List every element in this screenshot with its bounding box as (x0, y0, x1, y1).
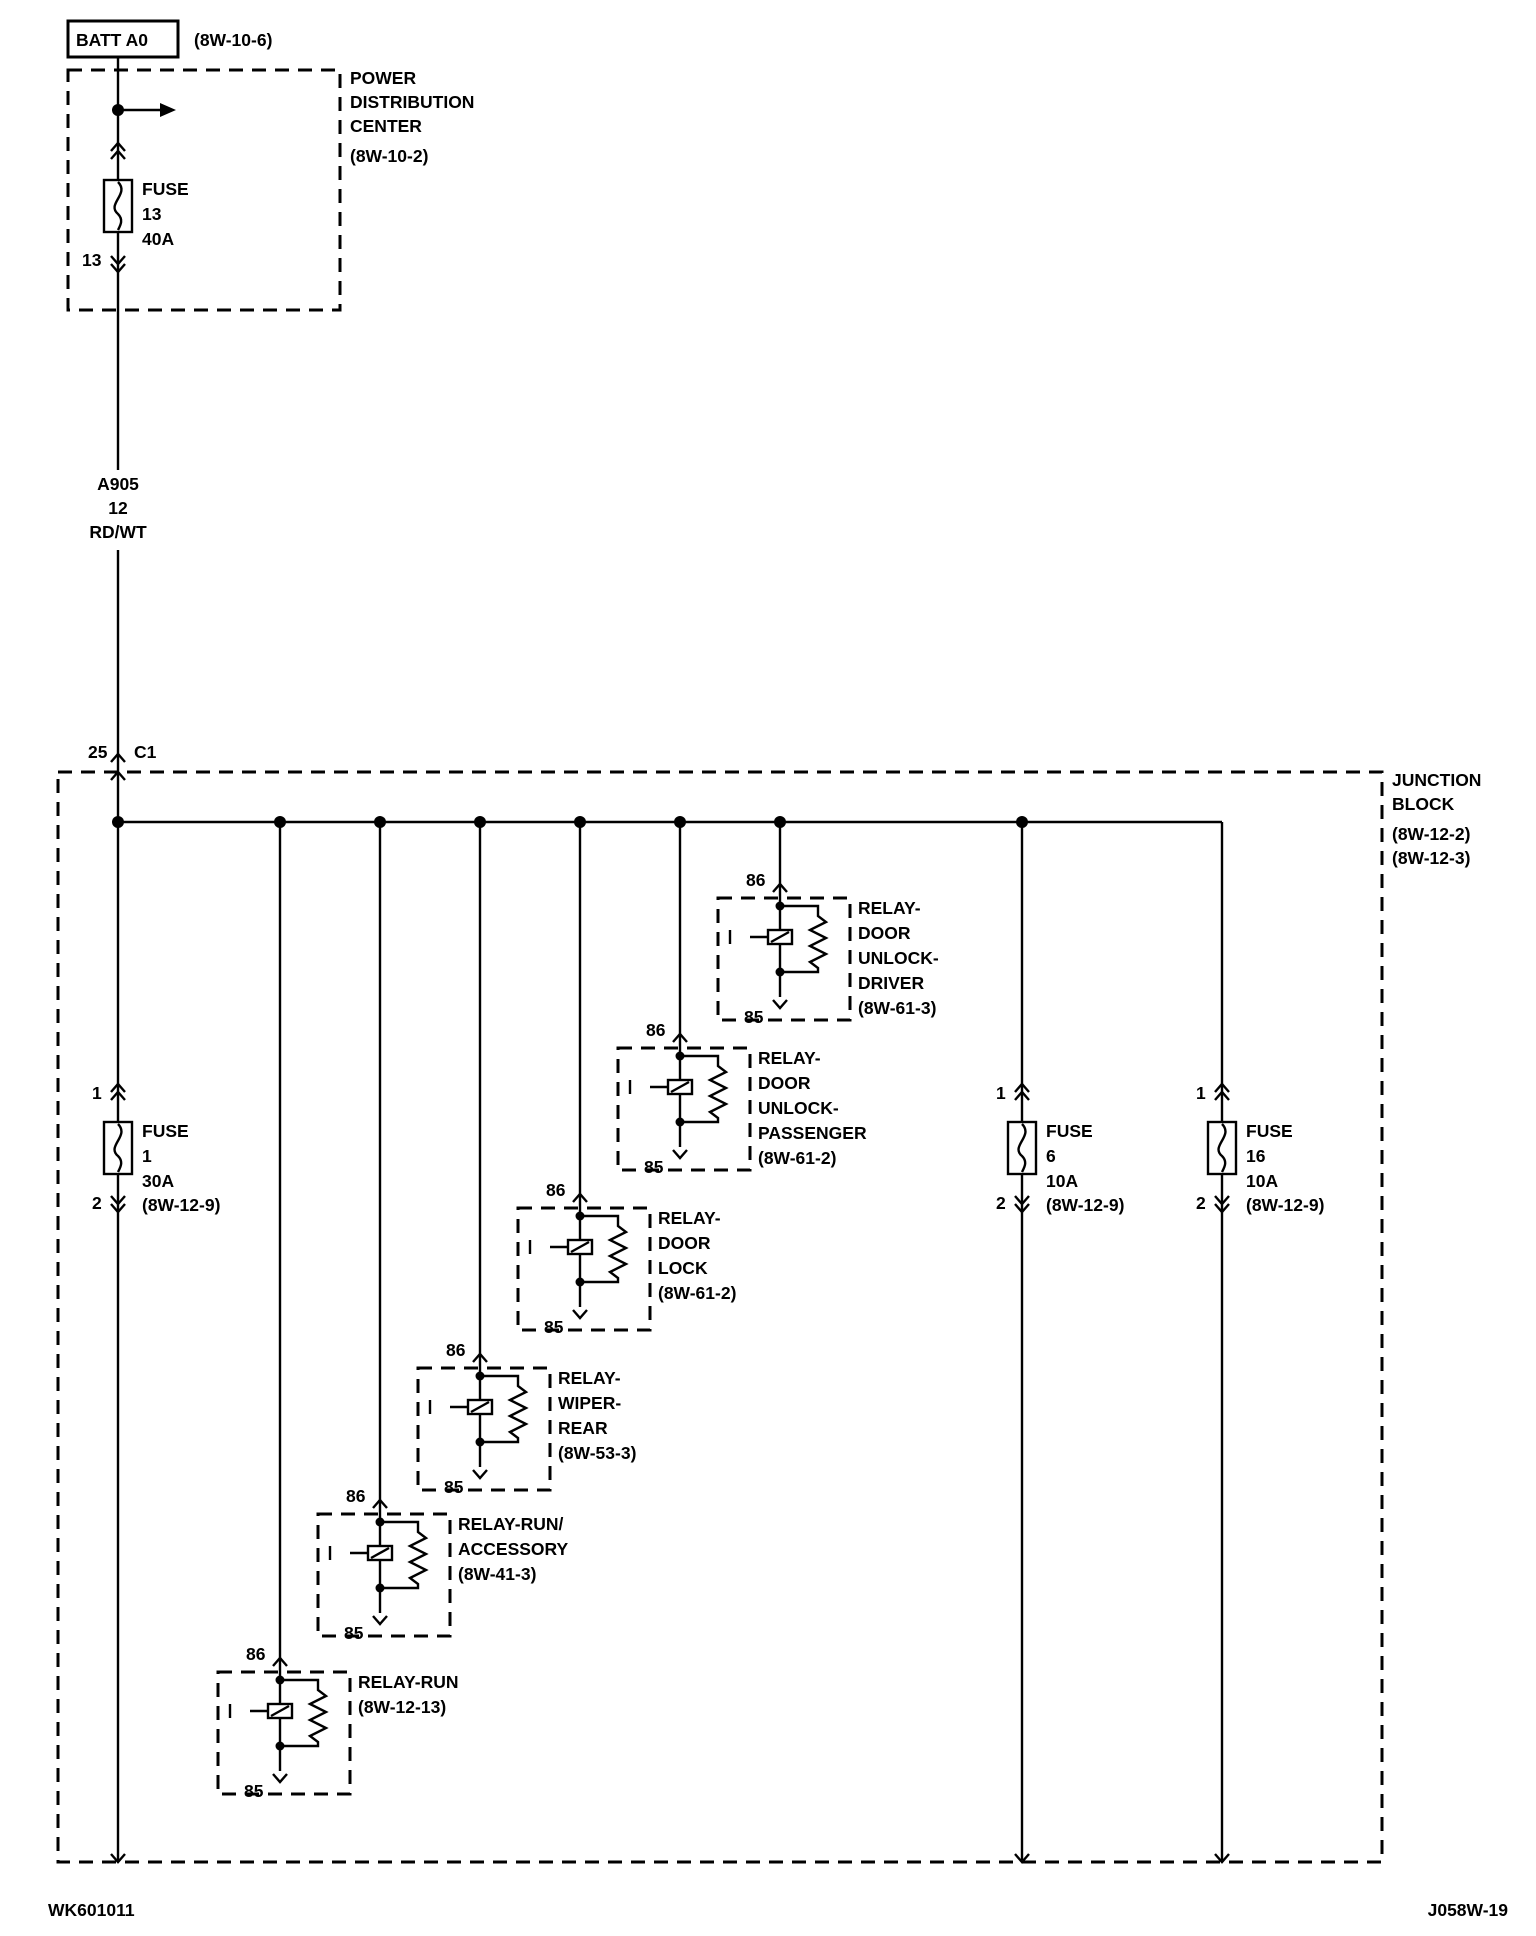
relay-door-unlock-driver-symbol (716, 882, 852, 1022)
fuse-16-pin-out: 2 (1196, 1193, 1206, 1213)
pdc-title-line-3: CENTER (350, 116, 422, 136)
relay-door-unlock-driver-name-4: DRIVER (858, 973, 924, 993)
pdc-ref: (8W-10-2) (350, 146, 428, 166)
relay-run-accessory-name-1: RELAY-RUN/ (458, 1514, 563, 1534)
fuse-1-pin-out: 2 (92, 1193, 102, 1213)
fuse-1-label: FUSE (142, 1121, 189, 1141)
fuse-16-rating: 10A (1246, 1171, 1278, 1191)
relay-run-accessory-pin86: 86 (346, 1486, 366, 1506)
c1-pin: 25 (88, 742, 108, 762)
relay-door-lock-pin86: 86 (546, 1180, 566, 1200)
relay-run-name: RELAY-RUN (358, 1672, 458, 1692)
pdc-fuse-element (113, 181, 123, 231)
fuse-1 (102, 822, 134, 1864)
relay-door-lock-name-2: DOOR (658, 1233, 711, 1253)
relay-door-unlock-driver-pin86: 86 (746, 870, 766, 890)
relay-door-unlock-passenger-name-2: DOOR (758, 1073, 811, 1093)
fuse-16-pin-in: 1 (1196, 1083, 1206, 1103)
junction-block-dashed-box (56, 770, 1384, 1864)
footer-left-id: WK601011 (48, 1900, 135, 1920)
wire-gauge: 12 (108, 498, 128, 518)
pdc-fuse-body (102, 178, 134, 234)
relay-door-unlock-driver-ref: (8W-61-3) (858, 998, 936, 1018)
relay-run-accessory-name-2: ACCESSORY (458, 1539, 569, 1559)
fuse-1-pin-in: 1 (92, 1083, 102, 1103)
relay-door-unlock-passenger-name-3: UNLOCK- (758, 1098, 839, 1118)
relay-door-unlock-passenger-symbol (616, 1032, 752, 1172)
pdc-fuse-rating: 40A (142, 229, 174, 249)
fuse-1-ref: (8W-12-9) (142, 1195, 220, 1215)
relay-wiper-rear-name-1: RELAY- (558, 1368, 621, 1388)
relay-wiper-rear-symbol (416, 1352, 552, 1492)
relay-door-unlock-driver-name-1: RELAY- (858, 898, 921, 918)
relay-door-lock-ref: (8W-61-2) (658, 1283, 736, 1303)
pdc-fuse-pin: 13 (82, 250, 102, 270)
batt-label: BATT A0 (76, 30, 148, 50)
jb-title-line-1: JUNCTION (1392, 770, 1481, 790)
fuse-6-number: 6 (1046, 1146, 1056, 1166)
pdc-branch-arrow (160, 103, 176, 117)
pdc-fuse-in-connector (110, 141, 126, 160)
relay-door-lock-symbol (516, 1192, 652, 1332)
relay-wiper-rear-pin86: 86 (446, 1340, 466, 1360)
relay-run-pin86: 86 (246, 1644, 266, 1664)
wire-code: A905 (97, 474, 139, 494)
fuse-6-label: FUSE (1046, 1121, 1093, 1141)
relay-wiper-rear-name-3: REAR (558, 1418, 608, 1438)
fuse-16 (1206, 1082, 1238, 1864)
relay-run-accessory-ref: (8W-41-3) (458, 1564, 536, 1584)
jb-title-line-2: BLOCK (1392, 794, 1455, 814)
batt-box (66, 19, 180, 59)
relay-door-unlock-driver-name-2: DOOR (858, 923, 911, 943)
pdc-title-line-2: DISTRIBUTION (350, 92, 474, 112)
relay-door-unlock-driver-name-3: UNLOCK- (858, 948, 939, 968)
relay-door-unlock-passenger-pin86: 86 (646, 1020, 666, 1040)
pdc-title-line-1: POWER (350, 68, 416, 88)
relay-run-symbol (216, 1656, 352, 1796)
relay-door-unlock-passenger-ref: (8W-61-2) (758, 1148, 836, 1168)
relay-wiper-rear-pin85: 85 (444, 1477, 464, 1497)
relay-door-lock-name-3: LOCK (658, 1258, 708, 1278)
jb-ref-2: (8W-12-3) (1392, 848, 1470, 868)
relay-door-lock-name-1: RELAY- (658, 1208, 721, 1228)
fuse-1-number: 1 (142, 1146, 152, 1166)
fuse-6 (1006, 822, 1038, 1864)
pdc-dashed-box (66, 68, 342, 312)
relay-door-lock-pin85: 85 (544, 1317, 564, 1337)
fuse-16-ref: (8W-12-9) (1246, 1195, 1324, 1215)
fuse-6-ref: (8W-12-9) (1046, 1195, 1124, 1215)
relay-door-unlock-passenger-name-1: RELAY- (758, 1048, 821, 1068)
pdc-fuse-label: FUSE (142, 179, 189, 199)
fuse-6-pin-in: 1 (996, 1083, 1006, 1103)
wire-color: RD/WT (89, 522, 147, 542)
relay-wiper-rear-name-2: WIPER- (558, 1393, 621, 1413)
jb-ref-1: (8W-12-2) (1392, 824, 1470, 844)
relay-door-unlock-passenger-pin85: 85 (644, 1157, 664, 1177)
relay-run-accessory-symbol (316, 1498, 452, 1638)
c1-name: C1 (134, 742, 157, 762)
relay-run-pin85: 85 (244, 1781, 264, 1801)
batt-ref: (8W-10-6) (194, 30, 272, 50)
fuse-6-rating: 10A (1046, 1171, 1078, 1191)
pdc-fuse-number: 13 (142, 204, 162, 224)
fuse-16-label: FUSE (1246, 1121, 1293, 1141)
relay-wiper-rear-ref: (8W-53-3) (558, 1443, 636, 1463)
fuse-1-rating: 30A (142, 1171, 174, 1191)
relay-door-unlock-driver-pin85: 85 (744, 1007, 764, 1027)
fuse-6-pin-out: 2 (996, 1193, 1006, 1213)
relay-run-ref: (8W-12-13) (358, 1697, 446, 1717)
footer-right-id: J058W-19 (1428, 1900, 1509, 1920)
relay-door-unlock-passenger-name-4: PASSENGER (758, 1123, 867, 1143)
relay-run-accessory-pin85: 85 (344, 1623, 364, 1643)
fuse-16-number: 16 (1246, 1146, 1266, 1166)
